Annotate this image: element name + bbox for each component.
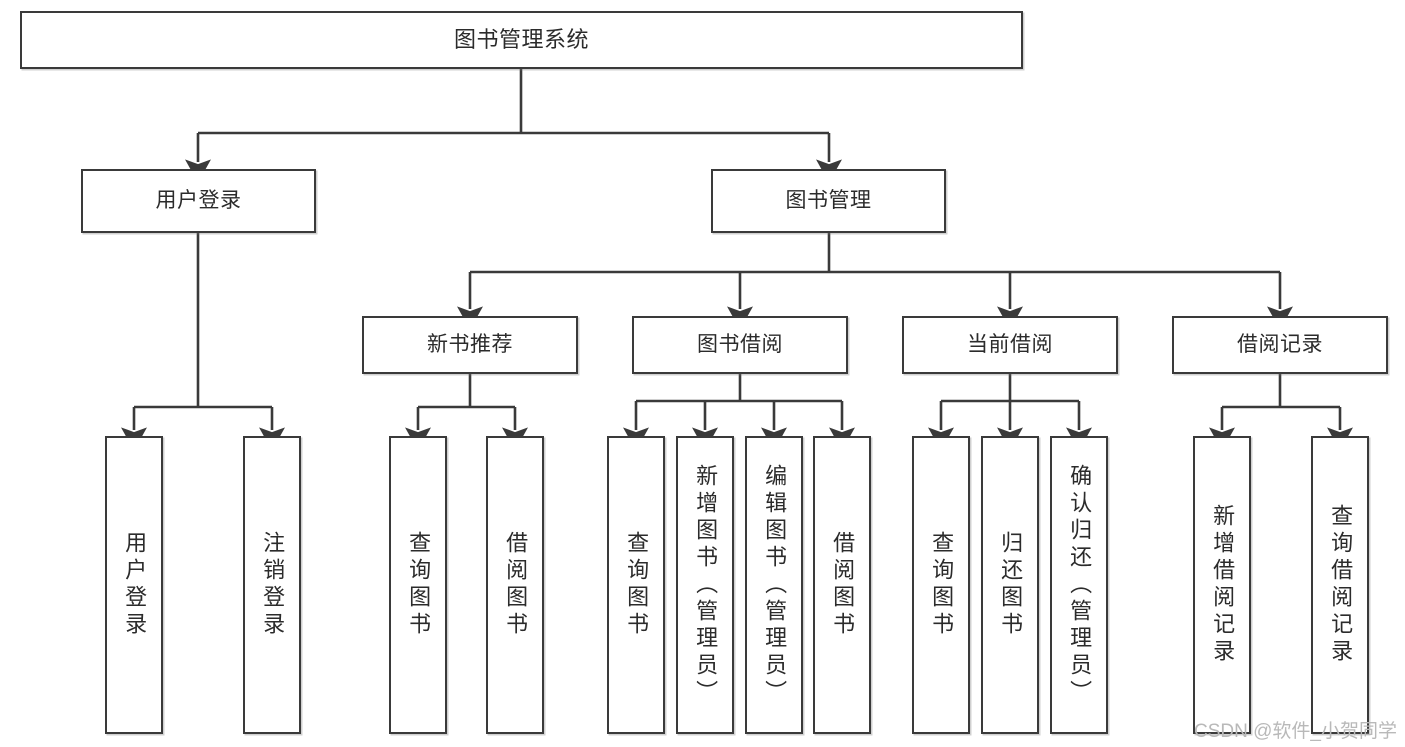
node-book-management[interactable]: 图书管理 — [711, 169, 946, 233]
node-label: 新增图书（管理员） — [693, 463, 719, 707]
node-label: 用户登录 — [122, 531, 148, 639]
node-label: 借阅图书 — [830, 531, 856, 639]
node-current-borrow[interactable]: 当前借阅 — [902, 316, 1118, 374]
node-label: 查询图书 — [624, 531, 650, 639]
node-leaf-logout[interactable]: 注销登录 — [243, 436, 301, 734]
node-label: 借阅图书 — [503, 531, 529, 639]
node-label: 查询图书 — [929, 531, 955, 639]
node-leaf-add-book-admin[interactable]: 新增图书（管理员） — [676, 436, 734, 734]
node-leaf-query-book-borrow[interactable]: 查询图书 — [607, 436, 665, 734]
node-new-book-recommend[interactable]: 新书推荐 — [362, 316, 578, 374]
node-root-book-management-system[interactable]: 图书管理系统 — [20, 11, 1023, 69]
node-label: 图书借阅 — [697, 332, 783, 356]
node-label: 查询图书 — [406, 531, 432, 639]
node-borrow-record[interactable]: 借阅记录 — [1172, 316, 1388, 374]
node-leaf-query-book-current[interactable]: 查询图书 — [912, 436, 970, 734]
node-leaf-query-book-recommend[interactable]: 查询图书 — [389, 436, 447, 734]
node-label: 图书管理 — [785, 188, 872, 212]
node-label: 借阅记录 — [1237, 332, 1323, 356]
node-label: 查询借阅记录 — [1328, 504, 1354, 666]
node-label: 当前借阅 — [967, 332, 1053, 356]
node-book-borrow[interactable]: 图书借阅 — [632, 316, 848, 374]
node-leaf-borrow-book[interactable]: 借阅图书 — [813, 436, 871, 734]
node-label: 图书管理系统 — [453, 26, 589, 52]
node-leaf-edit-book-admin[interactable]: 编辑图书（管理员） — [745, 436, 803, 734]
node-label: 编辑图书（管理员） — [762, 463, 788, 707]
node-label: 用户登录 — [155, 188, 242, 212]
node-label: 新增借阅记录 — [1210, 504, 1236, 666]
node-label: 注销登录 — [260, 531, 286, 639]
node-label: 确认归还（管理员） — [1067, 463, 1093, 707]
node-leaf-add-borrow-record[interactable]: 新增借阅记录 — [1193, 436, 1251, 734]
node-user-login[interactable]: 用户登录 — [81, 169, 316, 233]
node-leaf-return-book[interactable]: 归还图书 — [981, 436, 1039, 734]
node-label: 新书推荐 — [427, 332, 513, 356]
watermark: CSDN @软件_小贺同学 — [1194, 721, 1397, 742]
node-leaf-borrow-book-recommend[interactable]: 借阅图书 — [486, 436, 544, 734]
node-leaf-confirm-return-admin[interactable]: 确认归还（管理员） — [1050, 436, 1108, 734]
node-label: 归还图书 — [998, 531, 1024, 639]
node-leaf-query-borrow-record[interactable]: 查询借阅记录 — [1311, 436, 1369, 734]
node-leaf-user-login[interactable]: 用户登录 — [105, 436, 163, 734]
